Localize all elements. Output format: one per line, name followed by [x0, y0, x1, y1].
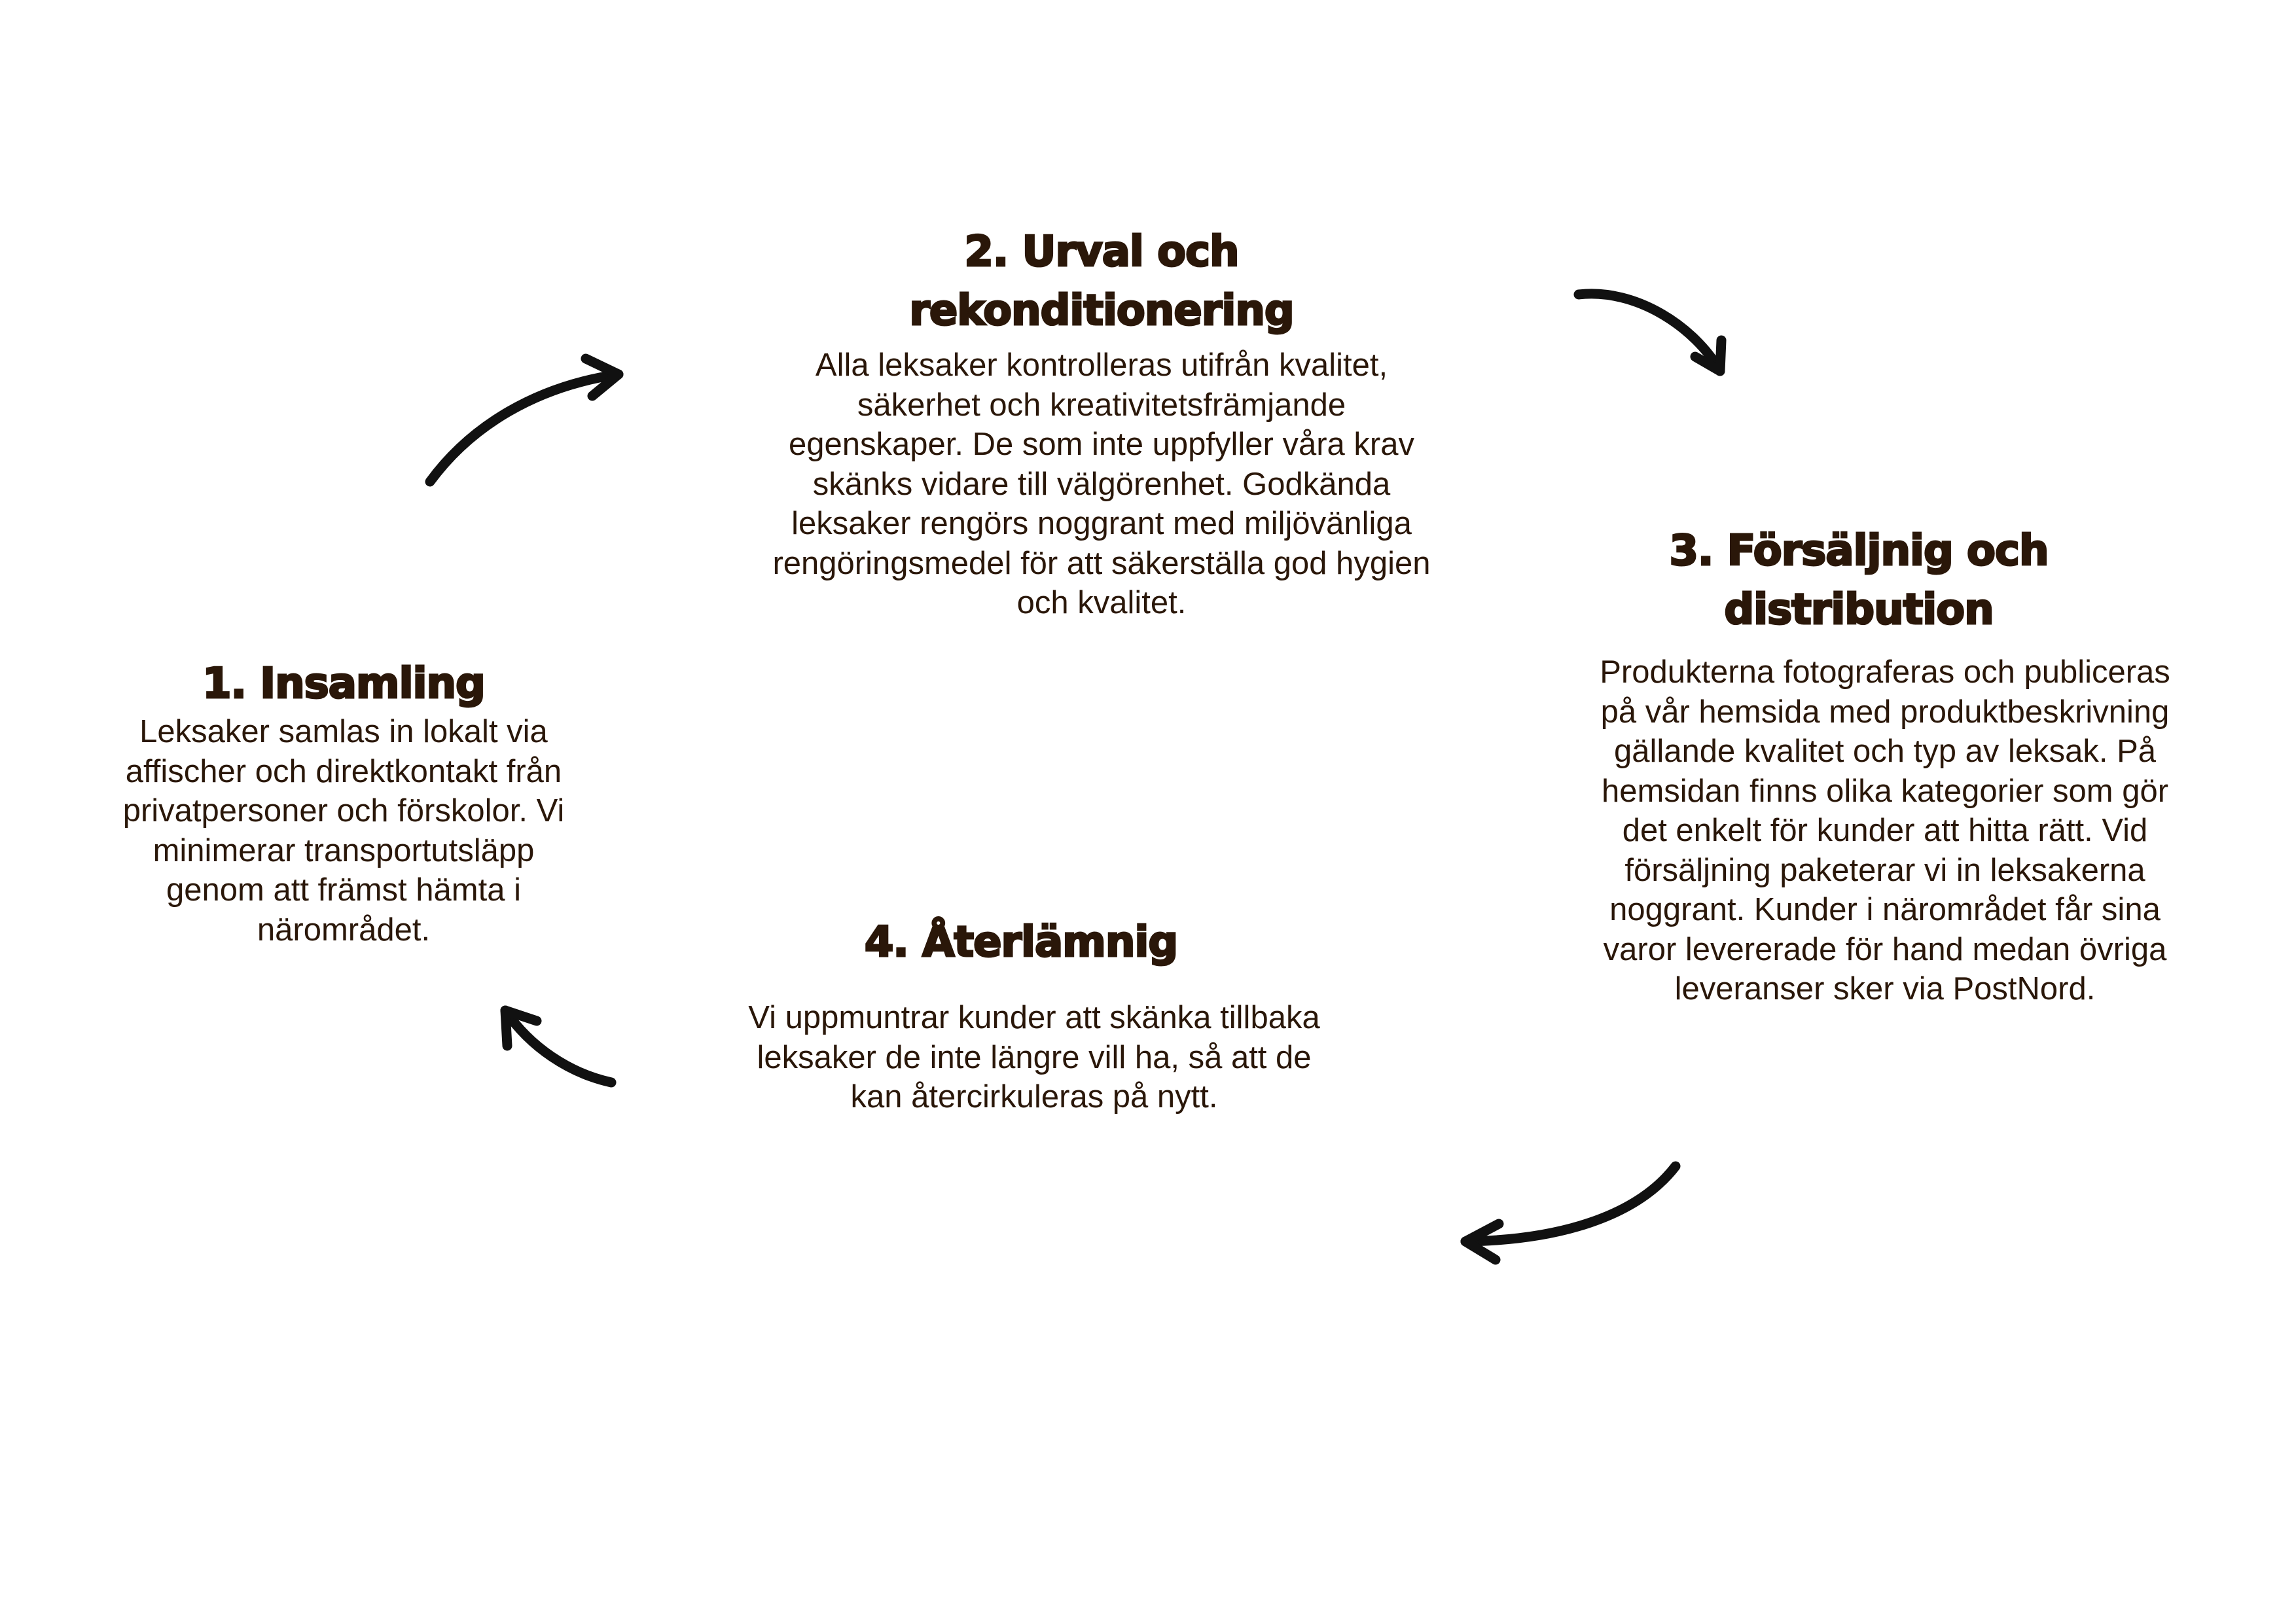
body-line: leksaker de inte längre vill ha, så att …: [757, 1039, 1312, 1075]
body-line: privatpersoner och förskolor. Vi: [122, 793, 565, 829]
step-description: Produkterna fotograferas och publiceras …: [1600, 652, 2170, 1009]
title-line: 3. Försäljnig och: [1668, 526, 2050, 577]
body-line: Alla leksaker kontrolleras utifrån kvali…: [815, 348, 1388, 383]
step-2-urval: 2. Urval och rekonditionering Alla leksa…: [772, 223, 1430, 623]
body-line: leksaker rengörs noggrant med miljövänli…: [791, 506, 1412, 541]
body-line: skänks vidare till välgörenhet. Godkända: [812, 466, 1391, 502]
step-3-forsaljning: 3. Försäljnig och distribution Produkter…: [1600, 522, 2170, 1009]
step-4-aterlamning: 4. Återlämnig Vi uppmuntrar kunder att s…: [748, 913, 1319, 1117]
title-line: 4. Återlämnig: [863, 918, 1179, 968]
body-line: försäljning paketerar vi in leksakerna: [1624, 852, 2145, 888]
arrow-2-to-3-icon: [1573, 289, 1727, 376]
arrow-1-to-2-icon: [425, 353, 624, 487]
title-line: rekonditionering: [908, 286, 1295, 336]
body-line: säkerhet och kreativitetsfrämjande: [857, 387, 1346, 423]
body-line: minimerar transportutsläpp: [152, 832, 535, 868]
step-description: Vi uppmuntrar kunder att skänka tillbaka…: [748, 998, 1319, 1117]
body-line: leveranser sker via PostNord.: [1674, 971, 2096, 1007]
step-1-insamling: 1. Insamling Leksaker samlas in lokalt v…: [123, 654, 565, 950]
step-title: 3. Försäljnig och distribution: [1547, 522, 2170, 639]
title-line: 1. Insamling: [202, 659, 487, 709]
body-line: varor levererade för hand medan övriga: [1603, 931, 2167, 967]
body-line: Vi uppmuntrar kunder att skänka tillbaka: [748, 1000, 1320, 1035]
body-line: Leksaker samlas in lokalt via: [139, 714, 548, 749]
body-line: egenskaper. De som inte uppfyller våra k…: [789, 427, 1414, 462]
body-line: rengöringsmedel för att säkerställa god …: [772, 545, 1431, 581]
step-title: 1. Insamling: [123, 654, 565, 713]
body-line: det enkelt för kunder att hitta rätt. Vi…: [1622, 813, 2148, 848]
body-line: genom att främst hämta i: [166, 872, 521, 908]
arrow-4-to-1-icon: [500, 1005, 617, 1088]
body-line: noggrant. Kunder i närområdet får sina: [1609, 892, 2161, 927]
title-line: distribution: [1723, 585, 1995, 635]
body-line: gällande kvalitet och typ av leksak. På: [1613, 734, 2157, 769]
step-description: Leksaker samlas in lokalt via affischer …: [123, 712, 565, 950]
body-line: Produkterna fotograferas och publiceras: [1600, 654, 2170, 690]
body-line: affischer och direktkontakt från: [125, 753, 562, 789]
body-line: och kvalitet.: [1016, 585, 1187, 620]
step-title: 4. Återlämnig: [722, 913, 1319, 972]
body-line: kan återcirkuleras på nytt.: [850, 1079, 1218, 1115]
arrow-3-to-4-icon: [1460, 1161, 1681, 1265]
body-line: hemsidan finns olika kategorier som gör: [1601, 773, 2169, 809]
body-line: på vår hemsida med produktbeskrivning: [1600, 694, 2170, 730]
body-line: närområdet.: [257, 912, 431, 948]
step-description: Alla leksaker kontrolleras utifrån kvali…: [772, 346, 1430, 623]
title-line: 2. Urval och: [963, 227, 1240, 277]
step-title: 2. Urval och rekonditionering: [772, 223, 1430, 340]
